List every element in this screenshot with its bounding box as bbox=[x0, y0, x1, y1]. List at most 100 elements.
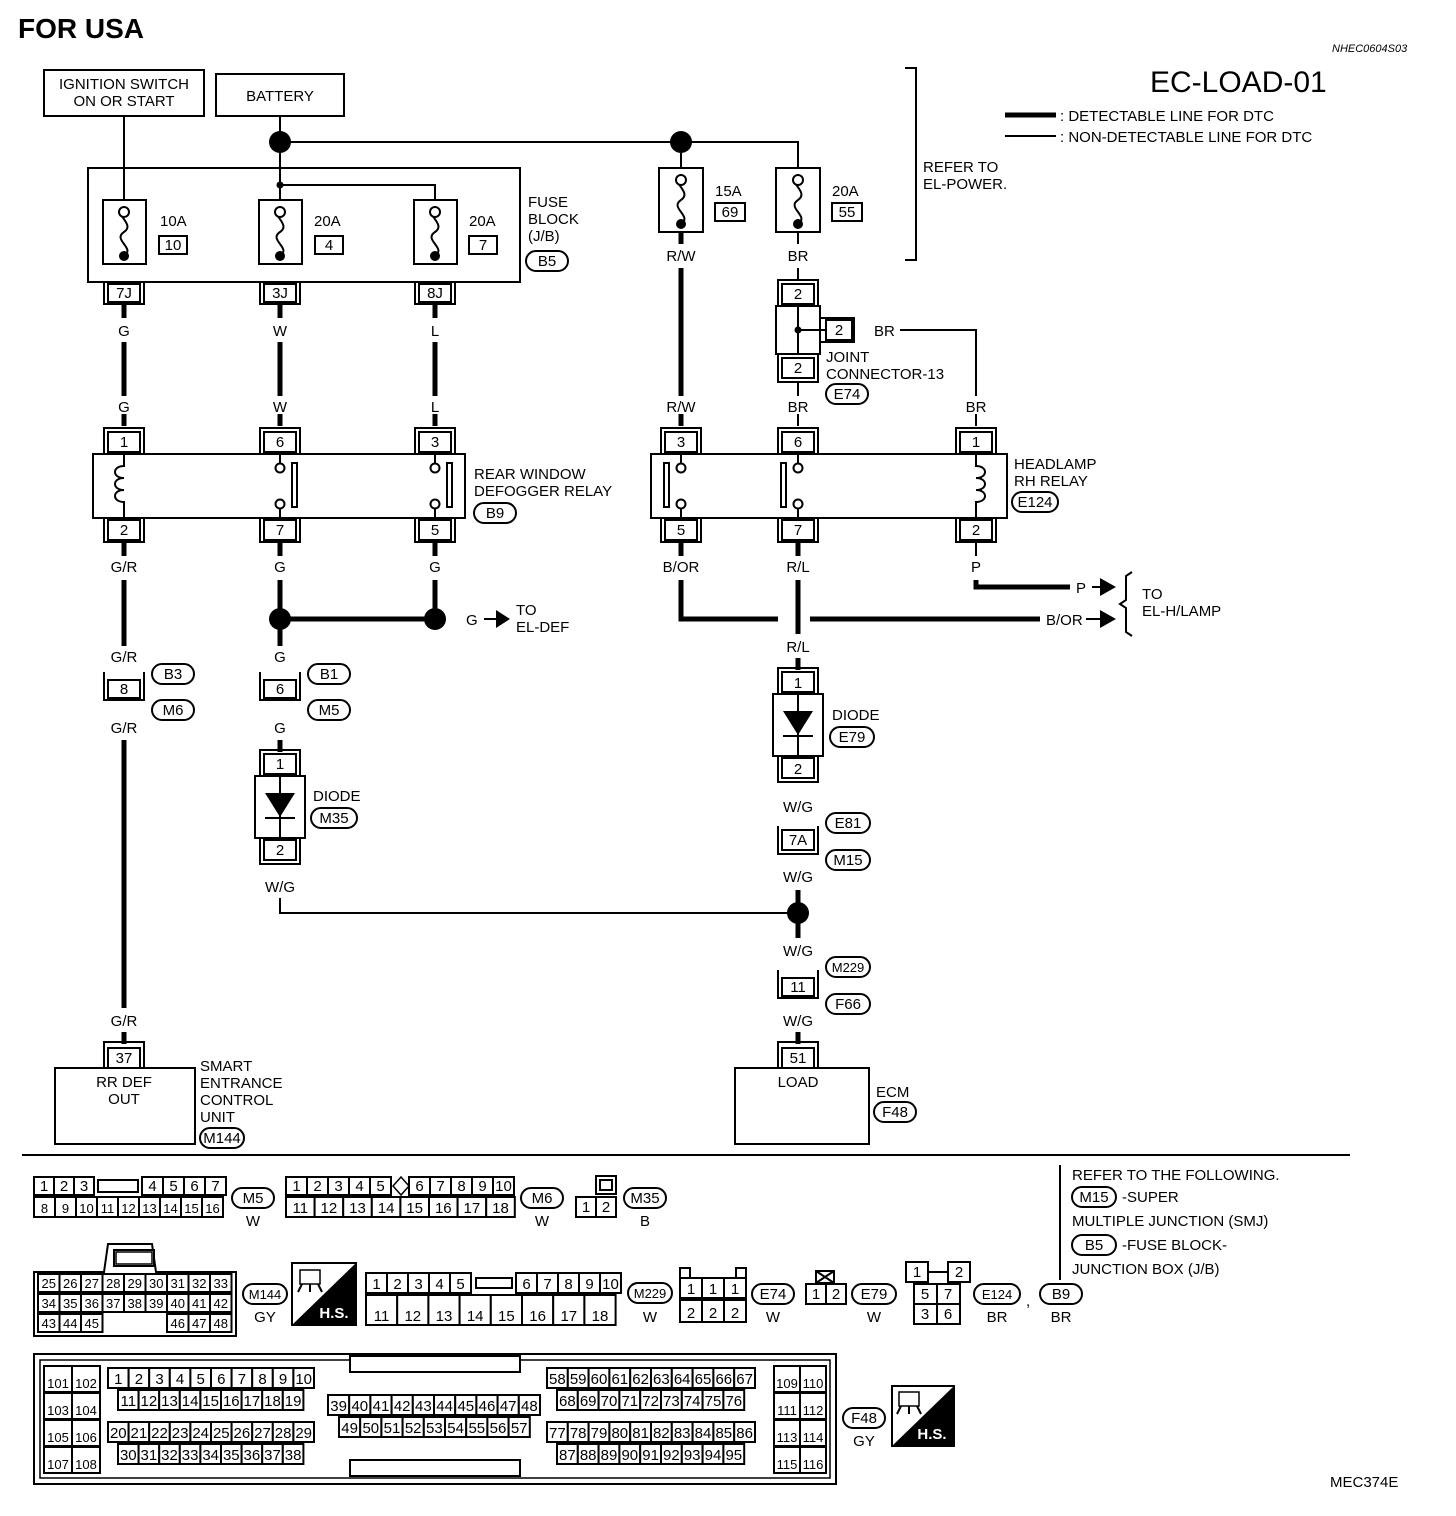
e74-r1-pin-label: 1 bbox=[731, 1281, 739, 1298]
e74-r2-pin-label: 2 bbox=[731, 1305, 739, 1322]
m5-r1b-pin-label: 5 bbox=[169, 1178, 177, 1195]
fuse-10 bbox=[102, 199, 147, 265]
f48-b1r2-pin-label: 15 bbox=[202, 1393, 219, 1410]
fuse-55-num: 55 bbox=[839, 204, 856, 221]
relay2-pin-3: 3 bbox=[677, 434, 685, 451]
f48-right-cell bbox=[799, 1446, 827, 1474]
f48-b3r2-pin-label: 71 bbox=[621, 1393, 638, 1410]
m5-r1b-pin-label: 7 bbox=[211, 1178, 219, 1195]
cv-m6-oval bbox=[520, 1187, 564, 1209]
term-8j: 8J bbox=[427, 285, 443, 302]
m144-r2-pin-label: 36 bbox=[85, 1296, 99, 1311]
m144-r2-pin-label: 34 bbox=[42, 1296, 56, 1311]
cv-e79-oval bbox=[851, 1283, 897, 1305]
smart-unit-box bbox=[54, 1067, 196, 1145]
mid-conn-box bbox=[263, 679, 297, 699]
f48-b3r1-pin-label: 67 bbox=[736, 1371, 753, 1388]
f48-b1r3-pin-label: 26 bbox=[234, 1425, 251, 1442]
relay2-coil bbox=[975, 454, 986, 518]
relay1-wire-g1: G bbox=[274, 559, 286, 576]
f48-b3r4-pin-label: 90 bbox=[621, 1447, 638, 1464]
f48-b1r1-pin-label: 4 bbox=[176, 1371, 184, 1388]
cv-m35-oval bbox=[623, 1187, 667, 1209]
junction-fuse bbox=[276, 181, 284, 189]
f48-left-pin-label: 102 bbox=[75, 1376, 97, 1391]
relay1-pin-5: 5 bbox=[431, 522, 439, 539]
relay2-wire-bor: B/OR bbox=[663, 559, 700, 576]
e74-r2-pin-label: 2 bbox=[709, 1305, 717, 1322]
f48-b1r1-pin-label: 5 bbox=[197, 1371, 205, 1388]
m144-r1-pin-label: 25 bbox=[42, 1276, 56, 1291]
page-title: EC-LOAD-01 bbox=[1150, 66, 1327, 99]
f48-b1r3-pin-label: 20 bbox=[110, 1425, 127, 1442]
f48-b3r1-pin-label: 65 bbox=[695, 1371, 712, 1388]
fuse-block-conn-oval bbox=[525, 250, 569, 272]
fuse-block-conn: B5 bbox=[538, 253, 556, 270]
m229-r2-cell bbox=[521, 1294, 555, 1326]
refer-note-l1: REFER TO THE FOLLOWING. bbox=[1072, 1167, 1280, 1184]
legend-non-detectable: : NON-DETECTABLE LINE FOR DTC bbox=[1060, 129, 1312, 146]
to-hlamp-p-arrow bbox=[1100, 578, 1116, 596]
f48-b2r2-pin-label: 52 bbox=[405, 1420, 422, 1437]
m229-r1-cell bbox=[449, 1272, 472, 1294]
left-conn-bracket bbox=[103, 672, 145, 701]
m229-r1-pin-label: 2 bbox=[393, 1276, 401, 1293]
relay2-wire-rw: R/W bbox=[666, 399, 696, 416]
m6-r2-pin-label: 15 bbox=[406, 1200, 423, 1217]
splice-g-left bbox=[269, 608, 291, 630]
f48-b1r3-pin-label: 24 bbox=[192, 1425, 209, 1442]
f48-right-cell bbox=[799, 1419, 827, 1447]
f48-b3r1-pin-label: 58 bbox=[549, 1371, 566, 1388]
cv-b9-color: BR bbox=[1051, 1309, 1072, 1326]
connector-view-e79 bbox=[805, 1270, 847, 1305]
f48-left-cell bbox=[71, 1365, 101, 1393]
relay2-switch-a bbox=[663, 454, 687, 518]
to-el-def-l1: TO bbox=[516, 602, 537, 619]
cv-m6-name: M6 bbox=[532, 1190, 553, 1207]
m229-r2-pin-label: 16 bbox=[529, 1308, 546, 1325]
refer-note-m15: M15 bbox=[1079, 1189, 1108, 1206]
relay2-pin-5: 5 bbox=[677, 522, 685, 539]
f48-b1r1-pin-label: 1 bbox=[114, 1371, 122, 1388]
f48-b3r4-pin-label: 88 bbox=[580, 1447, 597, 1464]
mid-conn-b-oval bbox=[307, 699, 351, 721]
m5-key-slot bbox=[97, 1179, 139, 1193]
f48-b1r3-pin-label: 21 bbox=[131, 1425, 148, 1442]
f48-b1r2-pin-label: 16 bbox=[223, 1393, 240, 1410]
mid-conn-b: M5 bbox=[319, 702, 340, 719]
f48-left-pin-label: 105 bbox=[47, 1430, 69, 1445]
cv-e124-name: E124 bbox=[982, 1287, 1012, 1302]
f48-b3r3-pin-label: 85 bbox=[715, 1425, 732, 1442]
left-conn-a-oval bbox=[151, 663, 195, 685]
diode-e79 bbox=[772, 667, 824, 783]
hs-badge-2-text: H.S. bbox=[917, 1426, 946, 1443]
m6-r1-pin-label: 1 bbox=[292, 1178, 300, 1195]
m144-r2-pin-label: 40 bbox=[171, 1296, 185, 1311]
ecm-box bbox=[734, 1067, 870, 1145]
f48-b3r4-pin-label: 93 bbox=[684, 1447, 701, 1464]
f48-b1r4-cell bbox=[281, 1443, 305, 1465]
hs-badge-1 bbox=[291, 1262, 357, 1326]
mid-conn-a: B1 bbox=[320, 666, 338, 683]
fuse-7-num: 7 bbox=[479, 237, 487, 254]
fuse-55-amp: 20A bbox=[832, 183, 859, 200]
f48-b1r2-pin-label: 14 bbox=[182, 1393, 199, 1410]
f48-b2r2-pin-label: 55 bbox=[468, 1420, 485, 1437]
fuse-block-label-l2: BLOCK bbox=[528, 211, 579, 228]
conn-f66: F66 bbox=[835, 996, 861, 1013]
relay2-wire-br2: BR bbox=[966, 399, 987, 416]
m229-r1-pin-label: 1 bbox=[372, 1276, 380, 1293]
wire-label-l-top: L bbox=[431, 323, 439, 340]
f48-b3r2-pin-label: 70 bbox=[601, 1393, 618, 1410]
splice-g-right bbox=[424, 608, 446, 630]
f48-b1r3-pin-label: 22 bbox=[151, 1425, 168, 1442]
ecm-pin: 51 bbox=[790, 1050, 807, 1067]
relay2-wire-br1: BR bbox=[788, 399, 809, 416]
m144-r2-cell bbox=[209, 1293, 233, 1313]
ignition-l1: IGNITION SWITCH bbox=[59, 76, 189, 93]
fuse-7 bbox=[413, 199, 458, 265]
refer-power-bracket bbox=[905, 67, 917, 261]
f48-b1r1-pin-label: 2 bbox=[135, 1371, 143, 1388]
m5-r1-pin-label: 2 bbox=[60, 1178, 68, 1195]
